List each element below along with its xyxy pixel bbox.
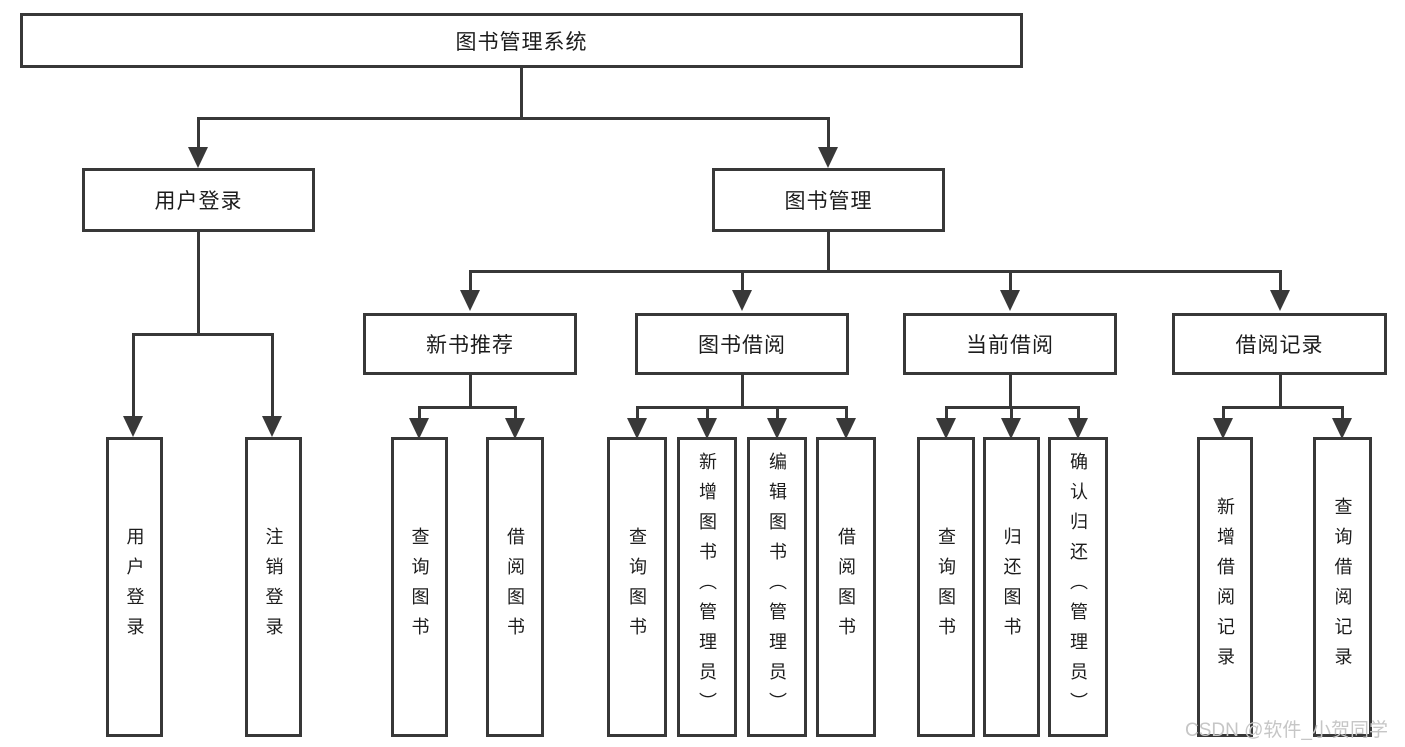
connector-br-add-drop bbox=[1222, 406, 1225, 419]
node-bb-borrow-book-label: 借阅图书 bbox=[836, 527, 856, 647]
node-nb-borrow-book: 借阅图书 bbox=[486, 437, 544, 737]
node-new-book-rec-label: 新书推荐 bbox=[426, 334, 514, 357]
connector-current-borrow-drop bbox=[1009, 270, 1012, 291]
connector-cb-query-drop bbox=[945, 406, 948, 419]
node-bb-borrow-book: 借阅图书 bbox=[816, 437, 876, 737]
connector-current-borrow-stub bbox=[1009, 374, 1012, 408]
node-bb-query-book-label: 查询图书 bbox=[627, 527, 647, 647]
node-root: 图书管理系统 bbox=[20, 13, 1023, 68]
arrow-down-icon bbox=[1001, 418, 1021, 439]
connector-user-login-drop bbox=[197, 117, 200, 148]
node-current-borrow-label: 当前借阅 bbox=[966, 334, 1054, 357]
node-new-book-rec: 新书推荐 bbox=[363, 313, 577, 375]
node-br-add-record: 新增借阅记录 bbox=[1197, 437, 1253, 737]
node-nb-query-book-label: 查询图书 bbox=[409, 527, 430, 647]
connector-bb-add-drop bbox=[706, 406, 709, 419]
node-user-login-label: 用户登录 bbox=[154, 190, 243, 213]
node-cb-return-book: 归还图书 bbox=[983, 437, 1040, 737]
node-book-borrow-label: 图书借阅 bbox=[698, 334, 786, 357]
csdn-watermark: CSDN @软件_小贺同学 bbox=[1185, 720, 1388, 741]
arrow-down-icon bbox=[627, 418, 647, 439]
node-bb-query-book: 查询图书 bbox=[607, 437, 667, 737]
connector-bb-query-drop bbox=[636, 406, 639, 419]
node-cb-query-book: 查询图书 bbox=[917, 437, 975, 737]
connector-bb-edit-drop bbox=[776, 406, 779, 419]
connector-user-login-stub bbox=[197, 231, 200, 335]
arrow-down-icon bbox=[505, 418, 525, 439]
node-book-mgmt-label: 图书管理 bbox=[784, 190, 873, 213]
connector-login-drop bbox=[132, 333, 135, 416]
node-bb-add-book-admin-label: 新增图书（管理员） bbox=[697, 452, 717, 722]
connector-borrow-record-stub bbox=[1279, 374, 1282, 407]
arrow-down-icon bbox=[460, 290, 480, 311]
connector-br-query-drop bbox=[1341, 406, 1344, 419]
connector-book-mgmt-drop bbox=[827, 117, 830, 148]
node-borrow-record: 借阅记录 bbox=[1172, 313, 1387, 375]
connector-logout-drop bbox=[271, 333, 274, 416]
connector-user-login-rail bbox=[132, 333, 274, 336]
arrow-down-icon bbox=[1000, 290, 1020, 311]
node-bb-edit-book-admin: 编辑图书（管理员） bbox=[747, 437, 807, 737]
node-current-borrow: 当前借阅 bbox=[903, 313, 1117, 375]
connector-book-mgmt-stub bbox=[827, 231, 830, 272]
connector-new-book-stub bbox=[469, 374, 472, 408]
node-br-add-record-label: 新增借阅记录 bbox=[1215, 497, 1235, 677]
node-root-label: 图书管理系统 bbox=[455, 30, 588, 54]
connector-new-book-drop bbox=[469, 270, 472, 291]
arrow-down-icon bbox=[1270, 290, 1290, 311]
arrow-down-icon bbox=[936, 418, 956, 439]
node-cb-confirm-return-admin: 确认归还（管理员） bbox=[1048, 437, 1108, 737]
connector-cb-return-drop bbox=[1010, 406, 1013, 419]
connector-book-borrow-drop bbox=[741, 270, 744, 291]
node-nb-query-book: 查询图书 bbox=[391, 437, 448, 737]
arrow-down-icon bbox=[732, 290, 752, 311]
connector-borrow-record-drop bbox=[1279, 270, 1282, 291]
arrow-down-icon bbox=[188, 147, 208, 168]
arrow-down-icon bbox=[1332, 418, 1352, 439]
arrow-down-icon bbox=[767, 418, 787, 439]
node-login-action-label: 用户登录 bbox=[124, 527, 145, 647]
connector-borrow-record-rail bbox=[1222, 406, 1343, 409]
connector-new-book-rail bbox=[418, 406, 517, 409]
node-user-login: 用户登录 bbox=[82, 168, 315, 232]
connector-book-borrow-rail bbox=[636, 406, 848, 409]
node-logout-action: 注销登录 bbox=[245, 437, 302, 737]
arrow-down-icon bbox=[818, 147, 838, 168]
arrow-down-icon bbox=[123, 416, 143, 437]
arrow-down-icon bbox=[409, 418, 429, 439]
arrow-down-icon bbox=[697, 418, 717, 439]
node-cb-query-book-label: 查询图书 bbox=[936, 527, 956, 647]
connector-cb-confirm-drop bbox=[1077, 406, 1080, 419]
connector-book-borrow-stub bbox=[741, 374, 744, 408]
node-login-action: 用户登录 bbox=[106, 437, 163, 737]
arrow-down-icon bbox=[1068, 418, 1088, 439]
connector-bb-borrow-drop bbox=[845, 406, 848, 419]
node-cb-return-book-label: 归还图书 bbox=[1001, 527, 1022, 647]
connector-nb-borrow-drop bbox=[514, 406, 517, 419]
node-book-mgmt: 图书管理 bbox=[712, 168, 945, 232]
connector-nb-query-drop bbox=[418, 406, 421, 419]
node-logout-action-label: 注销登录 bbox=[263, 527, 284, 647]
connector-level3-rail bbox=[469, 270, 1282, 273]
connector-root-stub bbox=[520, 68, 523, 118]
arrow-down-icon bbox=[1213, 418, 1233, 439]
node-br-query-record-label: 查询借阅记录 bbox=[1332, 497, 1353, 677]
node-cb-confirm-return-admin-label: 确认归还（管理员） bbox=[1068, 452, 1088, 722]
node-bb-add-book-admin: 新增图书（管理员） bbox=[677, 437, 737, 737]
node-borrow-record-label: 借阅记录 bbox=[1235, 334, 1324, 357]
node-book-borrow: 图书借阅 bbox=[635, 313, 849, 375]
node-nb-borrow-book-label: 借阅图书 bbox=[505, 527, 525, 647]
node-bb-edit-book-admin-label: 编辑图书（管理员） bbox=[767, 452, 787, 722]
arrow-down-icon bbox=[262, 416, 282, 437]
connector-level2-rail bbox=[197, 117, 830, 120]
arrow-down-icon bbox=[836, 418, 856, 439]
node-br-query-record: 查询借阅记录 bbox=[1313, 437, 1372, 737]
